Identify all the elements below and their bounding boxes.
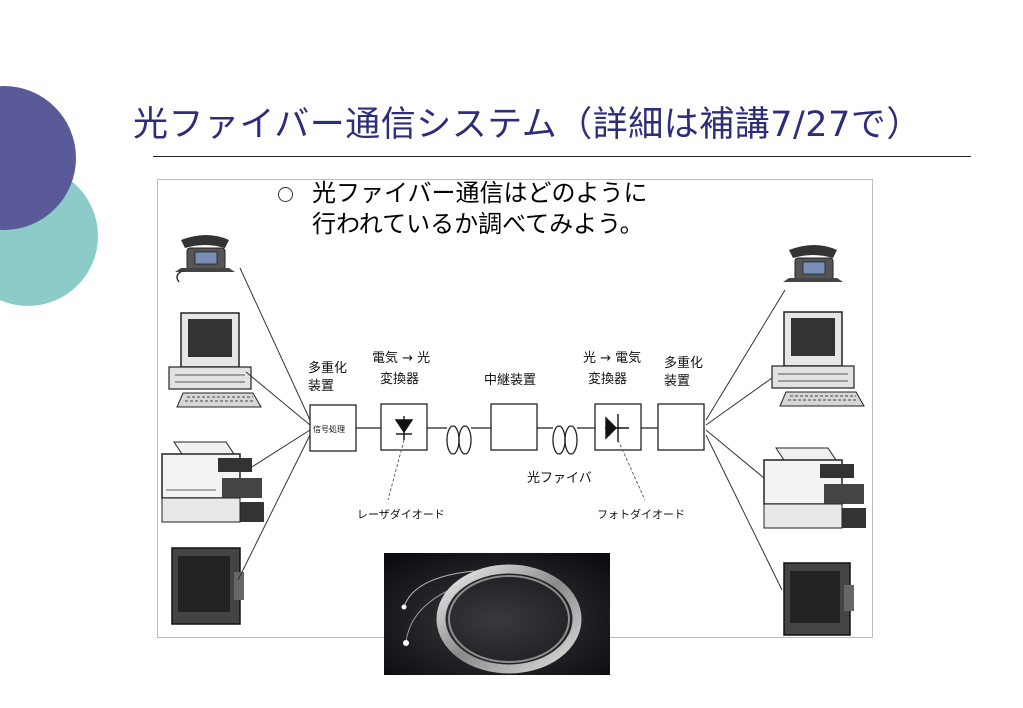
- mux-right-label: 多重化 装置: [664, 355, 707, 389]
- light-spark: [403, 640, 409, 646]
- printer-icon: [161, 441, 264, 523]
- bullet-text: 光ファイバー通信はどのように 行われているか調べてみよう。: [312, 179, 648, 238]
- leader-lines: [387, 439, 646, 501]
- mux-right-box: [657, 403, 705, 451]
- mux-left-box: [309, 404, 357, 452]
- mux-left-inner-label: 信号処理: [313, 424, 345, 434]
- signal-chain: [309, 403, 705, 452]
- repeater-box: [490, 403, 538, 451]
- fiber-coil: [446, 425, 460, 455]
- fiber-coil: [552, 425, 566, 455]
- light-spark: [401, 604, 407, 610]
- photodiode-symbol: [605, 414, 629, 442]
- fiber-coil: [458, 425, 472, 455]
- telephone-icon: [783, 245, 843, 282]
- decorative-circles: [0, 86, 98, 306]
- photodiode-label: フォトダイオード: [597, 507, 685, 521]
- bullet-background: [274, 180, 734, 256]
- o-to-e-label: 光 → 電気 変換器: [583, 350, 645, 387]
- mux-left-label: 多重化 装置: [308, 360, 351, 394]
- computer-icon: [168, 312, 262, 408]
- left-connection-lines: [237, 267, 311, 581]
- right-connection-lines: [705, 289, 786, 591]
- telephone-icon: [175, 235, 235, 283]
- slide-title: 光ファイバー通信システム（詳細は補講7/27で）: [133, 105, 922, 145]
- fiber-strand: [403, 570, 475, 608]
- tv-monitor-icon: [783, 562, 854, 636]
- laser-diode-symbol: [394, 416, 414, 440]
- bullet-circle-icon: [278, 187, 293, 202]
- fiber-coil: [564, 425, 578, 455]
- e-to-o-label: 電気 → 光 変換器: [372, 350, 434, 387]
- fiber-label: 光ファイバ: [527, 471, 592, 486]
- fiber-ring-inner: [448, 575, 570, 663]
- purple-circle: [0, 86, 76, 230]
- computer-icon: [771, 311, 865, 407]
- fiber-strand: [405, 582, 467, 644]
- tv-monitor-icon: [171, 547, 244, 625]
- laser-diode-label: レーザダイオード: [357, 507, 445, 521]
- title-divider: [153, 156, 971, 157]
- chain-links: [356, 425, 658, 455]
- printer-icon: [763, 447, 866, 529]
- optical-fiber-photo: [384, 553, 610, 675]
- fiber-ring-outer: [436, 564, 582, 674]
- repeater-label: 中継装置: [484, 373, 536, 388]
